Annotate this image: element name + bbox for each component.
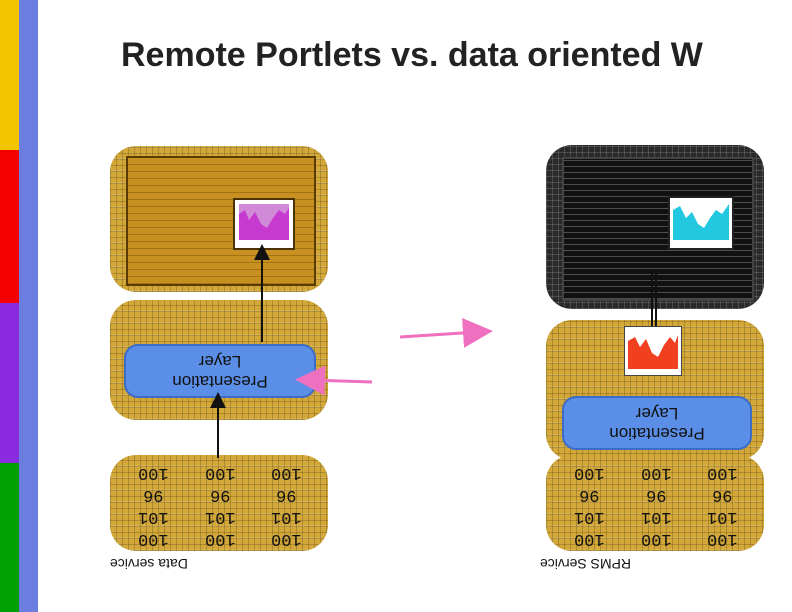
- left-data-panel: [110, 455, 328, 551]
- right-plot-thumbnail: [668, 196, 734, 250]
- side-bar-yellow: [0, 0, 19, 150]
- left-plot-graphic: [239, 204, 289, 240]
- side-bar-blue: [19, 0, 38, 612]
- side-bar-red: [0, 150, 19, 303]
- left-plot-thumbnail: [233, 198, 295, 250]
- right-data-panel: [546, 455, 764, 551]
- pink-arrow-transition: [399, 317, 493, 348]
- side-bar-purple: [0, 303, 19, 463]
- right-small-plot: [624, 326, 682, 376]
- right-small-plot-graphic: [628, 335, 678, 369]
- side-bar-green: [0, 463, 19, 612]
- slide-title: Remote Portlets vs. data oriented W: [121, 36, 703, 74]
- right-plot-graphic: [673, 202, 729, 240]
- pink-arrow-presentation: [295, 365, 373, 396]
